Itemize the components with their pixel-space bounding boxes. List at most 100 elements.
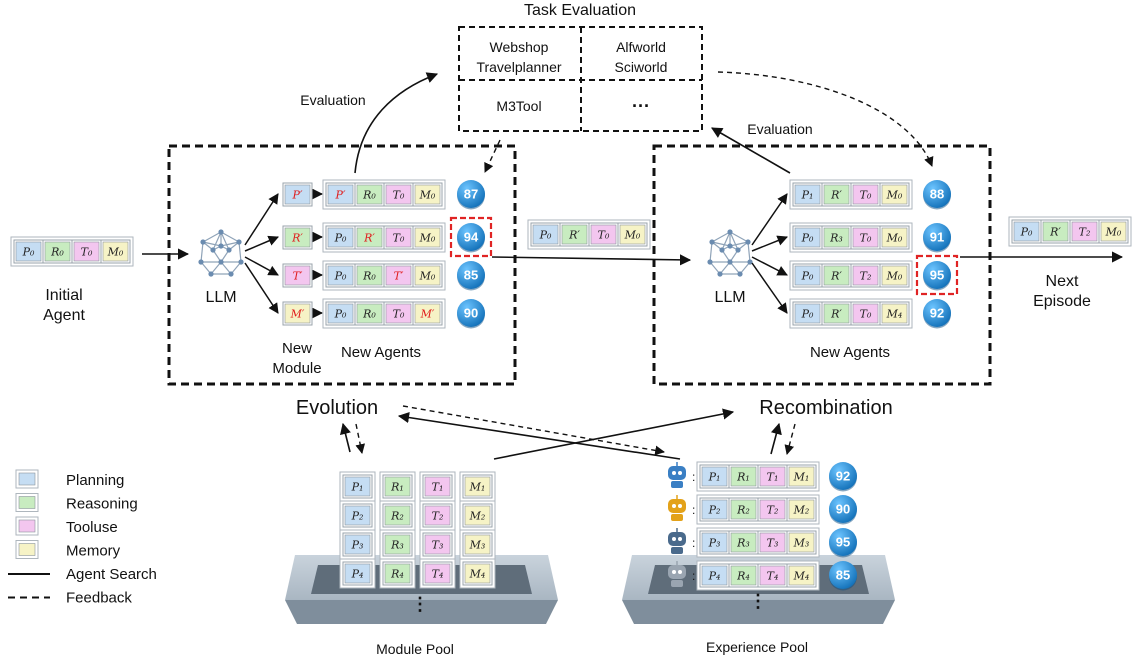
- new-module-label-line2: Module: [272, 360, 321, 377]
- task-cell-webshop: Webshop: [490, 39, 549, 55]
- llm-network-icon-right: [707, 229, 753, 277]
- module-cell-label: M′: [290, 308, 305, 321]
- task-cell-m3tool: M3Tool: [496, 98, 541, 114]
- next-episode-label-line2: Episode: [1033, 293, 1091, 310]
- experience-pool-dots: ⋮: [749, 591, 767, 611]
- evolution-title: Evolution: [296, 397, 378, 419]
- memory-cell: M₀: [412, 225, 443, 250]
- tooluse-pool-cell: T₃: [422, 532, 453, 557]
- robot-icon: :: [668, 462, 695, 488]
- tooluse-pool-cell: T₄: [422, 561, 453, 586]
- planning-cell: P′: [325, 182, 356, 207]
- module-cell-label: R₁: [390, 481, 404, 494]
- reasoning-pool-cell: R₁: [382, 474, 413, 499]
- llm-label-left: LLM: [205, 289, 236, 306]
- module-cell-label: T₄: [767, 570, 779, 583]
- tooluse-cell: T₀: [850, 225, 881, 250]
- memory-cell: M₀: [1098, 219, 1129, 244]
- legend-label: Planning: [66, 472, 124, 489]
- reasoning-cell: R₀: [354, 263, 385, 288]
- planning-cell: P₁: [699, 464, 730, 489]
- module-cell-label: T₀: [598, 229, 610, 242]
- memory-cell: M₃: [786, 530, 817, 555]
- score-value: 92: [836, 469, 850, 484]
- reasoning-cell: R′: [821, 263, 852, 288]
- planning-cell: P₀: [325, 225, 356, 250]
- module-cell-label: R′: [568, 229, 580, 242]
- best-agent-highlight: [915, 254, 959, 296]
- score-badge: 92: [829, 462, 857, 492]
- memory-cell: M₀: [100, 239, 131, 264]
- tooluse-cell: T₂: [1069, 219, 1100, 244]
- reasoning-cell: R₀: [354, 182, 385, 207]
- planning-cell: P₀: [792, 225, 823, 250]
- tooluse-cell: T₂: [850, 263, 881, 288]
- module-cell-label: M₀: [886, 270, 903, 283]
- reasoning-cell: R′: [559, 222, 590, 247]
- legend-label: Reasoning: [66, 496, 138, 513]
- module-cell-label: T₂: [1079, 226, 1091, 239]
- arrow-module-pool-to-recombination: [493, 408, 735, 460]
- evolution-box: [167, 144, 517, 386]
- module-cell-label: T₃: [767, 537, 779, 550]
- score-value: 90: [464, 306, 478, 321]
- initial-agent-label-line1: Initial: [45, 287, 82, 304]
- svg-text::: :: [692, 503, 695, 517]
- memory-cell: M₂: [786, 497, 817, 522]
- evaluation-arrow-right: [711, 127, 791, 174]
- planning-cell: P₂: [699, 497, 730, 522]
- arrow-llm-to-new-module: [244, 193, 279, 246]
- score-badge: 85: [457, 261, 485, 291]
- module-cell-label: R′: [830, 189, 842, 202]
- memory-cell: M₁: [786, 464, 817, 489]
- module-cell-label: P₁: [801, 189, 814, 202]
- evaluation-label-left: Evaluation: [300, 92, 365, 108]
- tooluse-cell: T₀: [850, 301, 881, 326]
- module-cell-label: T₀: [393, 189, 405, 202]
- tooluse-cell: T₀: [383, 301, 414, 326]
- module-cell-label: P₃: [351, 539, 364, 552]
- arrow-experience-pool-to-evolution: [397, 411, 681, 460]
- planning-pool-cell: P₃: [342, 532, 373, 557]
- module-cell-label: P₀: [22, 246, 35, 259]
- module-cell-label: P₄: [351, 568, 364, 581]
- module-cell-label: R₄: [390, 568, 404, 581]
- svg-text::: :: [692, 470, 695, 484]
- feedback-evolution-to-module-pool: [355, 423, 366, 454]
- robot-icon: :: [668, 528, 695, 554]
- legend-item-memory: Memory: [15, 540, 121, 560]
- module-cell-label: T′: [394, 270, 404, 283]
- reasoning-cell: R₃: [728, 530, 759, 555]
- evaluation-label-right: Evaluation: [747, 121, 812, 137]
- module-cell-label: P₄: [708, 570, 721, 583]
- score-value: 91: [930, 230, 944, 245]
- module-cell-label: P₃: [708, 537, 721, 550]
- reasoning-cell: R′: [821, 301, 852, 326]
- module-cell-label: M₀: [419, 232, 436, 245]
- planning-cell: P₀: [325, 263, 356, 288]
- task-evaluation: Task Evaluation Webshop Travelplanner Al…: [458, 2, 703, 132]
- reasoning-cell: R′: [1040, 219, 1071, 244]
- module-cell-label: P₀: [539, 229, 552, 242]
- module-cell-label: M₀: [886, 232, 903, 245]
- module-cell-label: M₂: [793, 504, 810, 517]
- score-badge: 88: [923, 180, 951, 210]
- planning-pool-cell: P₄: [342, 561, 373, 586]
- planning-cell: P₁: [792, 182, 823, 207]
- recombination-box: [652, 144, 992, 386]
- arrow-llm-to-new-module: [244, 262, 279, 314]
- module-cell-label: P₀: [334, 308, 347, 321]
- tooluse-cell: T₄: [757, 563, 788, 588]
- new-module-cell: R′: [282, 225, 313, 250]
- tooluse-cell: T₃: [757, 530, 788, 555]
- next-episode-label-line1: Next: [1046, 273, 1079, 290]
- legend-label: Feedback: [66, 590, 132, 607]
